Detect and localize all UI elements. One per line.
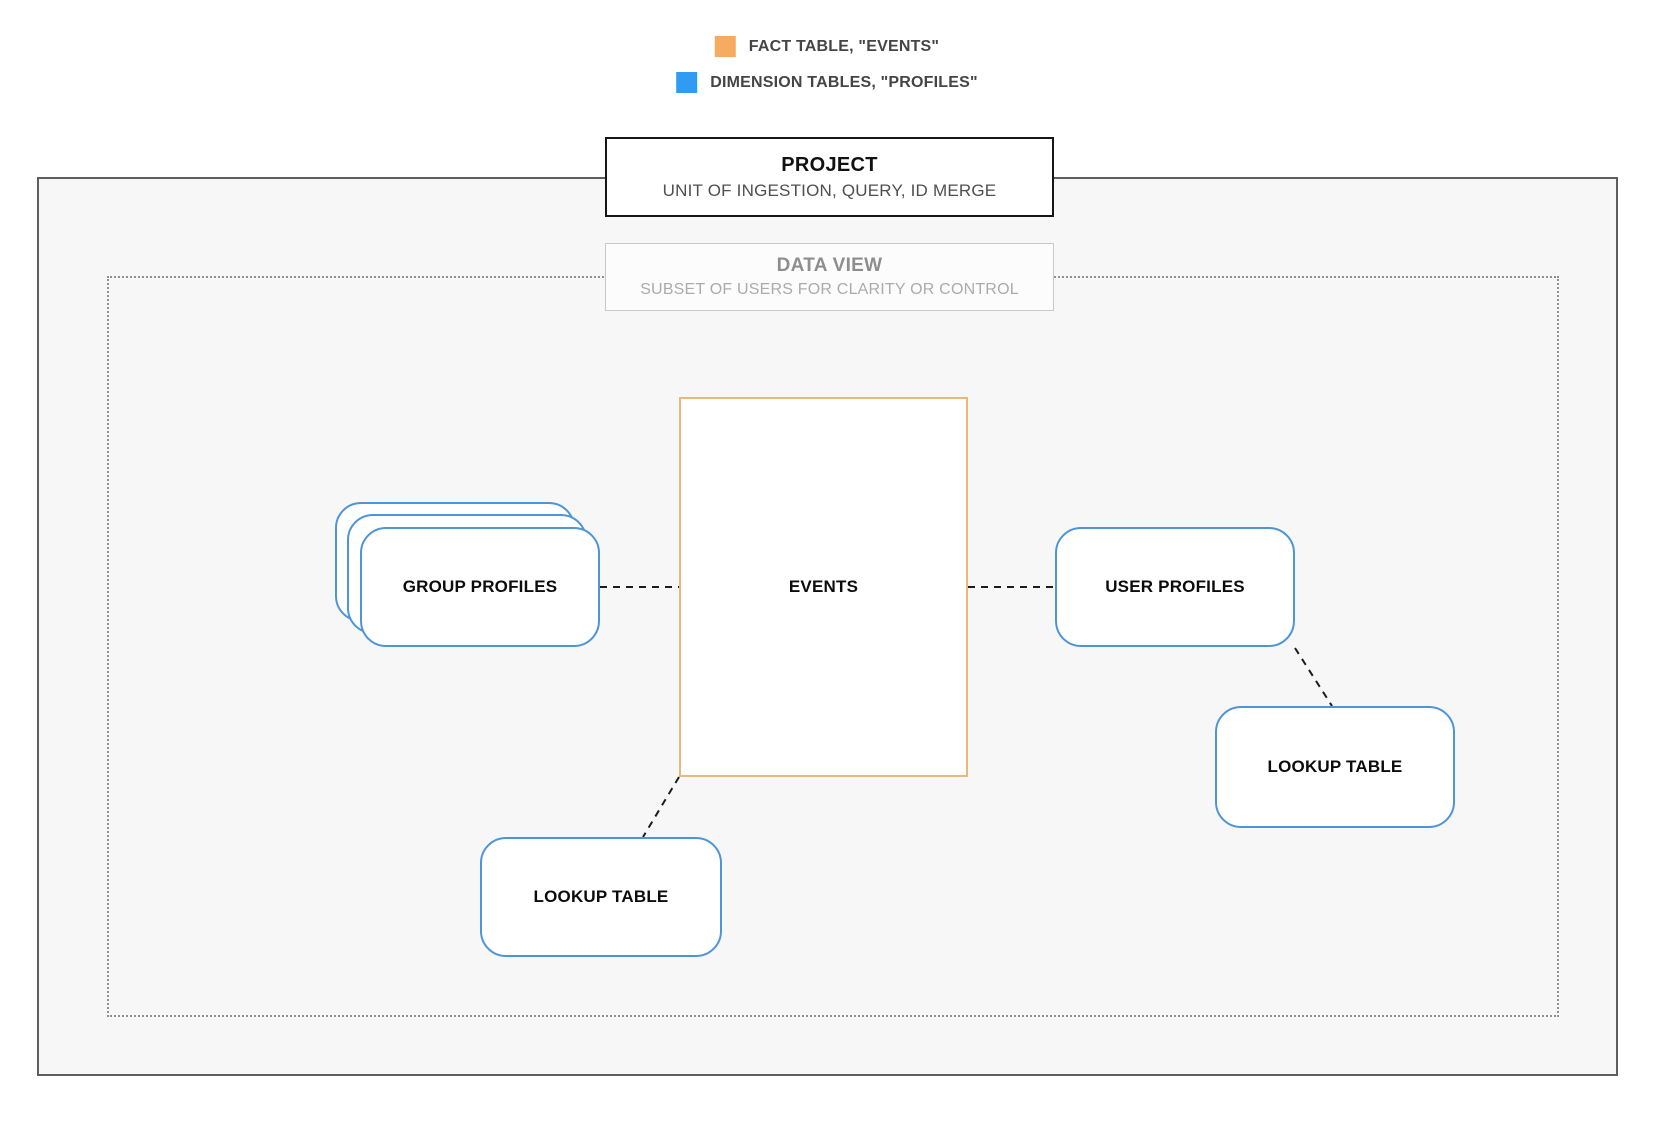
fact-table-color-swatch-icon [714, 36, 736, 57]
node-user-profiles: USER PROFILES [1055, 527, 1295, 647]
legend-item-dimension-tables: DIMENSION TABLES, "PROFILES" [676, 72, 978, 93]
project-title: PROJECT [781, 153, 878, 176]
node-group-profiles: GROUP PROFILES [360, 527, 600, 647]
data-view-title: DATA VIEW [776, 255, 883, 276]
legend-label: DIMENSION TABLES, "PROFILES" [710, 73, 978, 91]
dimension-tables-color-swatch-icon [676, 72, 698, 93]
data-view-header: DATA VIEW SUBSET OF USERS FOR CLARITY OR… [605, 243, 1054, 311]
node-events: EVENTS [679, 397, 968, 777]
project-header: PROJECT UNIT OF INGESTION, QUERY, ID MER… [605, 137, 1054, 217]
node-lookup-table-left-label: LOOKUP TABLE [533, 887, 669, 906]
node-lookup-table-right: LOOKUP TABLE [1215, 706, 1455, 828]
project-subtitle: UNIT OF INGESTION, QUERY, ID MERGE [662, 180, 997, 200]
node-group-profiles-label: GROUP PROFILES [402, 577, 558, 596]
legend-item-fact-table: FACT TABLE, "EVENTS" [714, 36, 940, 57]
node-events-label: EVENTS [788, 577, 859, 596]
node-lookup-table-right-label: LOOKUP TABLE [1267, 757, 1403, 776]
node-user-profiles-label: USER PROFILES [1105, 577, 1245, 596]
legend-label: FACT TABLE, "EVENTS" [748, 37, 940, 55]
node-lookup-table-left: LOOKUP TABLE [480, 837, 722, 957]
data-view-subtitle: SUBSET OF USERS FOR CLARITY OR CONTROL [640, 281, 1019, 298]
